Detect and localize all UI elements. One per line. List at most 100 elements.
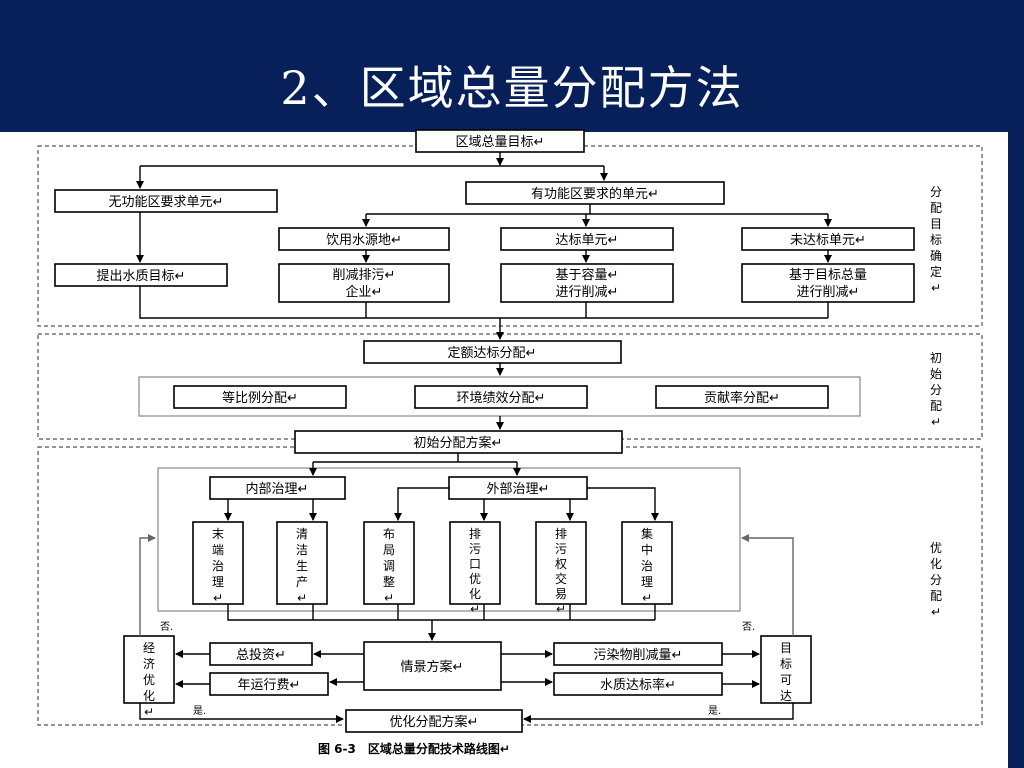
- node-compliant-unit: [500, 227, 674, 251]
- node-cut-discharge-line2: 企业↵: [346, 284, 383, 300]
- vertical-char: 端: [212, 543, 224, 557]
- node-central-treatment: [621, 521, 673, 605]
- node-internal-treatment: [209, 476, 346, 500]
- vertical-char: 配: [930, 201, 942, 215]
- node-performance-allocation: [414, 385, 588, 409]
- node-goal-cut-line1: 基于目标总量: [789, 268, 867, 283]
- label-no-left: 否.: [160, 621, 173, 633]
- vertical-char: 交: [555, 571, 567, 586]
- node-initial-plan-label: 初始分配方案↵: [414, 435, 503, 451]
- vertical-char: ↵: [144, 705, 154, 719]
- label-no-right: 否.: [742, 621, 755, 633]
- node-scenario-label: 情景方案↵: [401, 659, 464, 675]
- vertical-char: ↵: [384, 591, 394, 605]
- vertical-char: ↵: [931, 281, 941, 295]
- vertical-char: 口: [469, 557, 481, 571]
- vertical-char: 配: [930, 399, 942, 413]
- vertical-char: 始: [930, 367, 942, 381]
- vertical-char: 分: [930, 573, 942, 587]
- vertical-char: 产: [296, 575, 308, 589]
- vertical-char: 化: [930, 557, 942, 571]
- node-function-zone-label: 有功能区要求的单元↵: [531, 186, 659, 202]
- vertical-char: 分: [930, 185, 942, 199]
- node-end-treatment: [192, 521, 244, 605]
- node-performance-allocation-label: 环境绩效分配↵: [457, 391, 546, 406]
- node-quality-target-label: 提出水质目标↵: [97, 268, 186, 284]
- vertical-char: 初: [930, 351, 942, 365]
- vertical-char: 标: [780, 657, 792, 671]
- node-external-treatment-label: 外部治理↵: [487, 482, 550, 497]
- vertical-char: 化: [469, 587, 481, 601]
- vertical-char: 化: [143, 689, 155, 703]
- node-optimized-plan-label: 优化分配方案↵: [390, 714, 479, 730]
- node-clean-production: [276, 521, 328, 605]
- section-label-initial: 初始分配 ↵: [930, 351, 942, 429]
- vertical-char: 优: [143, 673, 155, 687]
- node-capacity-cut-line2: 进行削减↵: [556, 285, 619, 300]
- vertical-char: 洁: [296, 543, 308, 557]
- node-pollutant-reduction-label: 污染物削减量↵: [594, 648, 683, 663]
- vertical-char: ↵: [931, 415, 941, 429]
- node-proportional-allocation: [173, 385, 347, 409]
- vertical-char: 分: [930, 383, 942, 397]
- node-goal-cut-line2: 进行削减↵: [797, 285, 860, 300]
- vertical-char: 可: [780, 673, 792, 687]
- node-quality-target: [54, 263, 228, 287]
- vertical-char: 布: [383, 527, 395, 541]
- label-yes-left: 是.: [193, 705, 206, 717]
- vertical-char: 定: [930, 264, 942, 279]
- node-water-compliance-label: 水质达标率↵: [600, 677, 676, 693]
- vertical-char: 排: [469, 527, 481, 541]
- node-compliant-unit-label: 达标单元↵: [556, 233, 619, 248]
- node-internal-treatment-label: 内部治理↵: [246, 481, 309, 497]
- node-quota-allocation-label: 定额达标分配↵: [448, 346, 537, 361]
- node-scenario: [363, 641, 502, 691]
- vertical-char: 治: [212, 559, 224, 573]
- vertical-char: 达: [780, 689, 792, 703]
- vertical-char: 目: [780, 641, 792, 655]
- node-goal-achievable: [760, 635, 812, 704]
- vertical-char: 理: [641, 575, 653, 589]
- node-optimized-plan: [345, 709, 523, 733]
- node-cut-discharge: [278, 263, 450, 303]
- vertical-char: 经: [143, 641, 155, 655]
- vertical-char: 污: [469, 542, 481, 556]
- node-no-function-zone-label: 无功能区要求单元↵: [109, 195, 224, 210]
- node-economic-optimization: [123, 635, 175, 704]
- figure-caption: 图 6-3 区域总量分配技术路线图↵: [318, 741, 510, 756]
- vertical-char: 污: [555, 542, 567, 556]
- node-no-function-zone: [54, 189, 278, 213]
- vertical-char: 标: [930, 233, 942, 247]
- vertical-char: 优: [469, 572, 481, 586]
- vertical-char: 排: [555, 527, 567, 541]
- node-total-target-label: 区域总量目标↵: [456, 135, 545, 150]
- vertical-char: ↵: [642, 591, 652, 605]
- vertical-char: 集: [641, 526, 653, 541]
- vertical-char: 整: [383, 574, 395, 589]
- vertical-char: ↵: [297, 591, 307, 605]
- vertical-char: 生: [296, 559, 308, 573]
- vertical-char: 中: [641, 542, 653, 557]
- node-quota-allocation: [363, 340, 622, 364]
- vertical-char: 配: [930, 589, 942, 603]
- vertical-char: 末: [212, 527, 224, 541]
- vertical-char: 济: [143, 656, 155, 671]
- node-proportional-allocation-label: 等比例分配↵: [222, 390, 298, 406]
- node-contribution-allocation: [655, 385, 829, 409]
- vertical-char: ↵: [931, 605, 941, 619]
- vertical-char: 调: [383, 559, 395, 573]
- node-capacity-cut: [500, 263, 674, 303]
- slide-title: 2、区域总量分配方法: [280, 61, 744, 115]
- node-layout-adjust: [363, 521, 415, 605]
- node-noncompliant-unit-label: 未达标单元↵: [790, 233, 866, 248]
- vertical-char: 局: [383, 543, 395, 557]
- node-emission-trading: [535, 521, 587, 605]
